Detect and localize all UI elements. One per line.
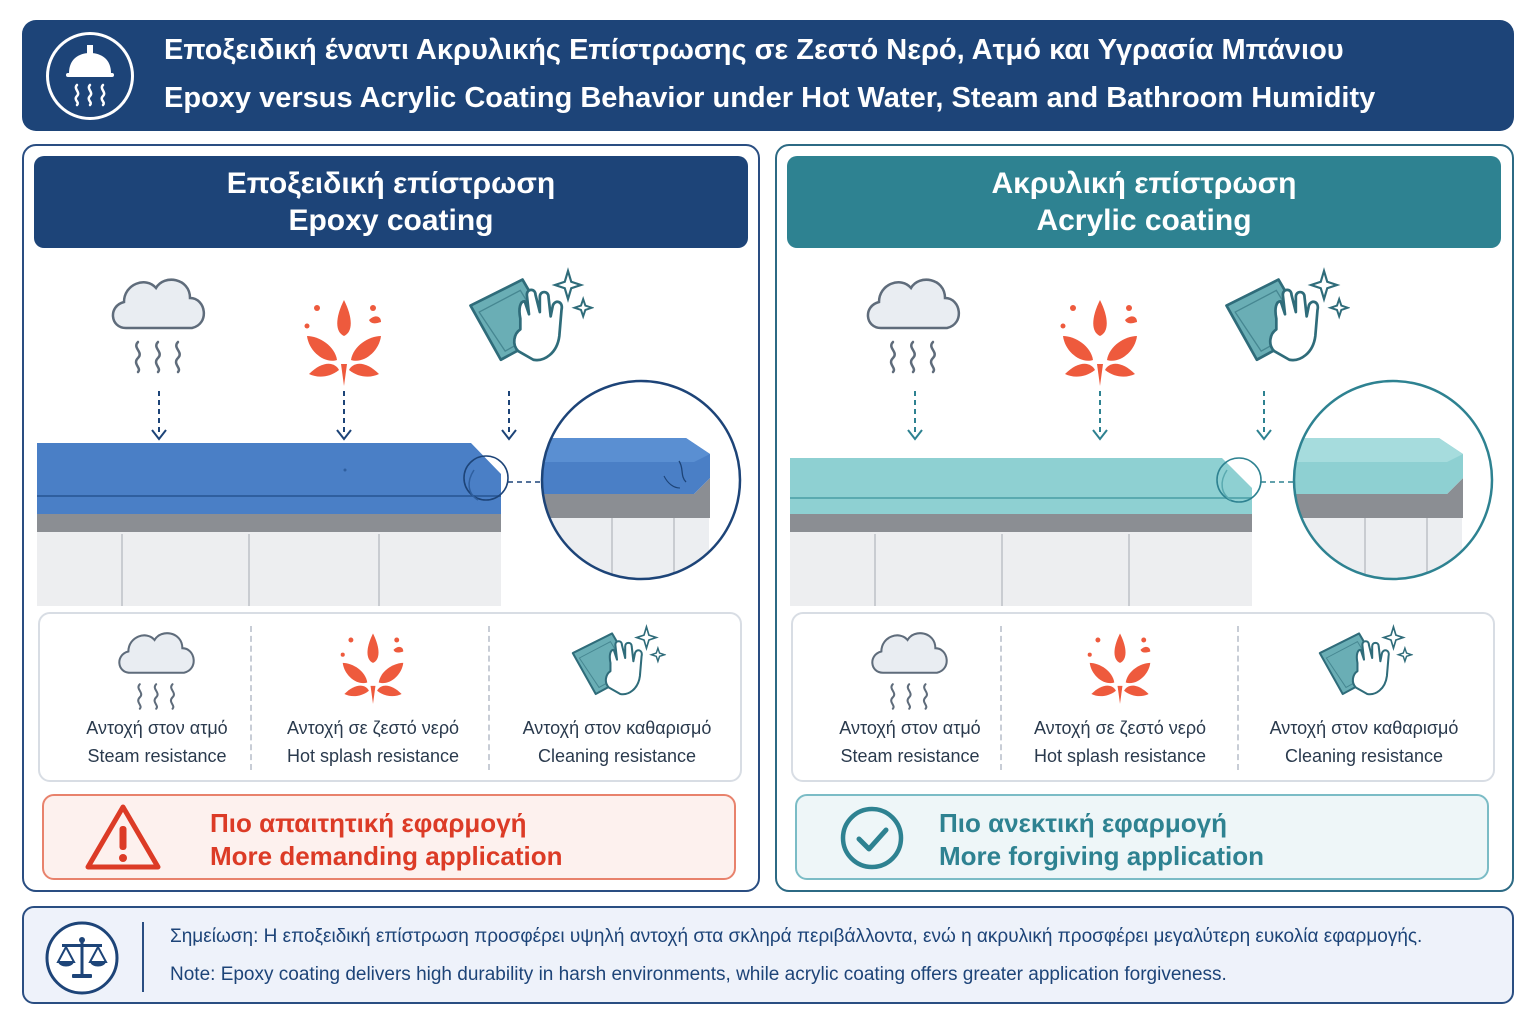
exposure-arrows xyxy=(151,391,517,441)
note-text-greek: Σημείωση: Η εποξειδική επίστρωση προσφέρ… xyxy=(170,926,1423,947)
hot-splash-icon xyxy=(1075,622,1165,712)
cabinet xyxy=(37,514,501,606)
cleaning-cloth-icon xyxy=(567,622,667,712)
exposure-arrows xyxy=(907,391,1272,441)
acrylic-feature-list: Αντοχή στον ατμό Steam resistance Αντοχή… xyxy=(791,612,1495,782)
epoxy-panel-title: Εποξειδική επίστρωση Epoxy coating xyxy=(34,156,748,248)
detail-focus-circle xyxy=(1216,457,1262,503)
epoxy-feature-list: Αντοχή στον ατμό Steam resistance Αντοχή… xyxy=(38,612,742,782)
feature-label-greek: Αντοχή στον ατμό xyxy=(839,718,981,738)
note-divider xyxy=(142,922,144,992)
hot-splash-icon xyxy=(304,300,381,386)
feature-divider xyxy=(250,626,252,770)
epoxy-title-greek: Εποξειδική επίστρωση xyxy=(226,167,556,200)
cleaning-cloth-icon xyxy=(469,269,594,362)
epoxy-title-english: Epoxy coating xyxy=(288,204,494,237)
feature-divider xyxy=(1237,626,1239,770)
steam-cloud-icon xyxy=(865,622,955,712)
hot-splash-icon xyxy=(328,622,418,712)
epoxy-verdict: Πιο απαιτητική εφαρμογή More demanding a… xyxy=(42,794,736,880)
note-text-english: Note: Epoxy coating delivers high durabi… xyxy=(170,964,1227,985)
acrylic-title-greek: Ακρυλική επίστρωση xyxy=(991,167,1297,200)
feature-label-english: Cleaning resistance xyxy=(1284,746,1444,766)
feature-label-english: Steam resistance xyxy=(840,746,980,766)
feature-label-english: Cleaning resistance xyxy=(537,746,697,766)
acrylic-countertop-scene xyxy=(790,269,1494,606)
main-title-english: Epoxy versus Acrylic Coating Behavior un… xyxy=(164,82,1376,114)
header-banner: Εποξειδική έναντι Ακρυλικής Επίστρωσης σ… xyxy=(22,20,1514,131)
verdict-greek: Πιο ανεκτική εφαρμογή xyxy=(939,808,1227,838)
cabinet xyxy=(790,514,1252,606)
acrylic-magnified-detail xyxy=(1294,381,1492,579)
acrylic-title-english: Acrylic coating xyxy=(1036,204,1252,237)
verdict-english: More demanding application xyxy=(210,841,563,871)
acrylic-coating-layer xyxy=(790,458,1252,514)
feature-label-greek: Αντοχή στον καθαρισμό xyxy=(1269,718,1459,738)
epoxy-panel: Εποξειδική επίστρωση Epoxy coating xyxy=(22,144,760,892)
check-circle-icon xyxy=(840,806,904,870)
hot-splash-icon xyxy=(1060,300,1137,386)
cleaning-cloth-icon xyxy=(1225,269,1350,362)
steam-cloud-icon xyxy=(112,622,202,712)
feature-cleaning: Αντοχή στον καθαρισμό Cleaning resistanc… xyxy=(1247,614,1481,780)
shower-icon xyxy=(46,32,134,120)
summary-note: Σημείωση: Η εποξειδική επίστρωση προσφέρ… xyxy=(22,906,1514,1004)
acrylic-panel: Ακρυλική επίστρωση Acrylic coating xyxy=(775,144,1514,892)
main-title-greek: Εποξειδική έναντι Ακρυλικής Επίστρωσης σ… xyxy=(164,34,1344,66)
steam-cloud-icon xyxy=(111,278,206,374)
epoxy-coating-layer xyxy=(37,443,501,514)
feature-steam: Αντοχή στον ατμό Steam resistance xyxy=(40,614,274,780)
feature-divider xyxy=(488,626,490,770)
feature-hot-splash: Αντοχή σε ζεστό νερό Hot splash resistan… xyxy=(1003,614,1237,780)
balance-scale-icon xyxy=(45,921,119,995)
feature-label-english: Hot splash resistance xyxy=(1033,746,1207,766)
feature-label-greek: Αντοχή σε ζεστό νερό xyxy=(286,718,460,738)
feature-label-english: Steam resistance xyxy=(87,746,227,766)
detail-focus-circle xyxy=(463,455,509,501)
feature-cleaning: Αντοχή στον καθαρισμό Cleaning resistanc… xyxy=(500,614,734,780)
feature-label-greek: Αντοχή σε ζεστό νερό xyxy=(1033,718,1207,738)
warning-triangle-icon xyxy=(85,804,161,870)
acrylic-panel-title: Ακρυλική επίστρωση Acrylic coating xyxy=(787,156,1501,248)
acrylic-verdict: Πιο ανεκτική εφαρμογή More forgiving app… xyxy=(795,794,1489,880)
feature-label-greek: Αντοχή στον καθαρισμό xyxy=(522,718,712,738)
verdict-greek: Πιο απαιτητική εφαρμογή xyxy=(210,808,527,838)
epoxy-magnified-detail xyxy=(542,381,740,579)
verdict-english: More forgiving application xyxy=(939,841,1265,871)
epoxy-countertop-scene xyxy=(37,269,742,606)
feature-label-greek: Αντοχή στον ατμό xyxy=(86,718,228,738)
feature-label-english: Hot splash resistance xyxy=(286,746,460,766)
steam-cloud-icon xyxy=(866,278,961,374)
feature-steam: Αντοχή στον ατμό Steam resistance xyxy=(793,614,1027,780)
feature-divider xyxy=(1000,626,1002,770)
cleaning-cloth-icon xyxy=(1314,622,1414,712)
feature-hot-splash: Αντοχή σε ζεστό νερό Hot splash resistan… xyxy=(256,614,490,780)
